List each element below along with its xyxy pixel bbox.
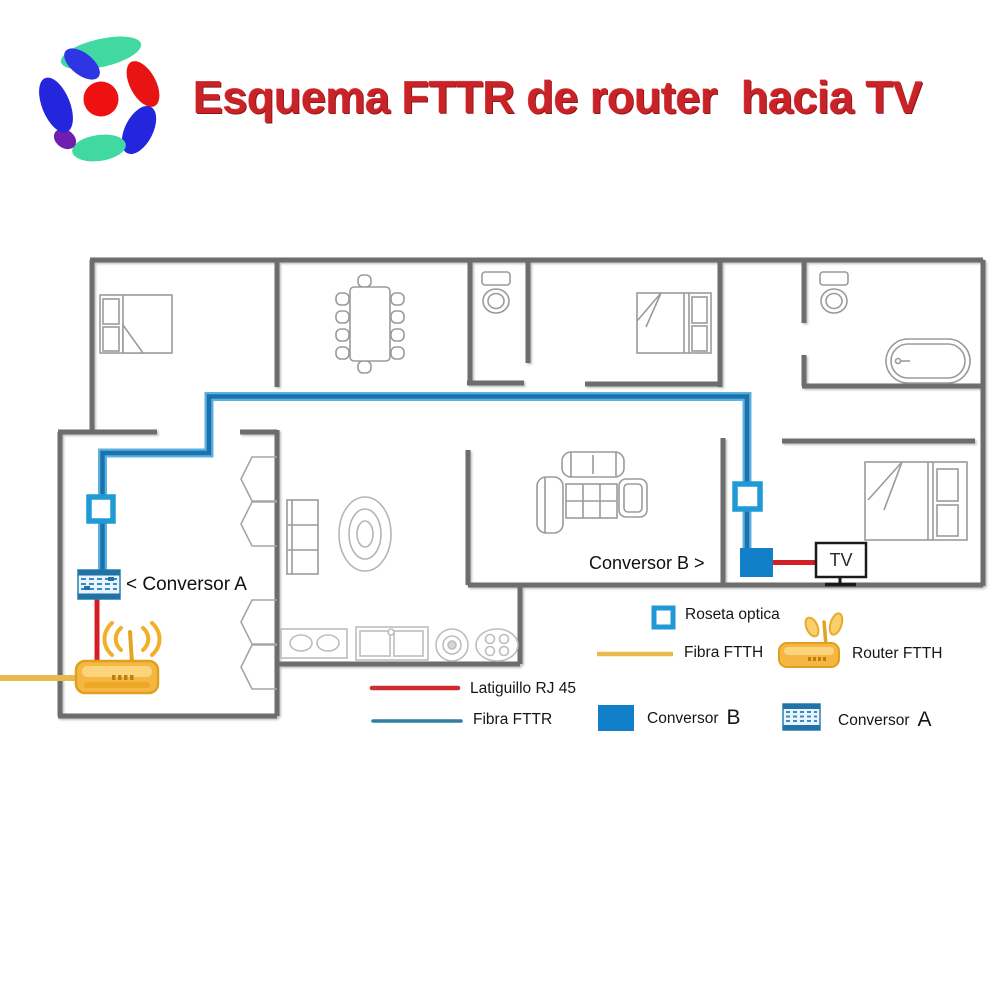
router-ftth-icon bbox=[74, 621, 162, 695]
legend-router-ftth-label: Router FTTH bbox=[852, 645, 943, 662]
legend-conversor-b-icon bbox=[598, 705, 634, 731]
conversor-a-label: < Conversor A bbox=[126, 574, 247, 595]
legend-router-icon bbox=[778, 612, 844, 668]
conversor-b-label: Conversor B > bbox=[589, 553, 705, 573]
rug bbox=[338, 496, 392, 572]
brand-logo-icon bbox=[35, 33, 165, 165]
dining-table-set bbox=[335, 274, 405, 374]
roseta-a-icon bbox=[86, 494, 116, 524]
floorplan-walls bbox=[57, 257, 986, 719]
tv-icon bbox=[814, 541, 868, 587]
fibra-fttr-line bbox=[98, 392, 752, 572]
bathroom-toilet bbox=[819, 271, 849, 314]
sofa-set bbox=[536, 451, 648, 534]
wc-toilet bbox=[481, 271, 511, 314]
wardrobe bbox=[240, 456, 277, 690]
bathtub bbox=[885, 338, 971, 384]
legend-conversor-a-icon bbox=[782, 703, 821, 731]
kitchen-appliances bbox=[280, 626, 519, 662]
tv-label: TV bbox=[829, 550, 853, 570]
conversor-a-icon bbox=[77, 569, 121, 600]
page-title: Esquema FTTR de router hacia TV bbox=[193, 72, 923, 123]
roseta-b-icon bbox=[732, 481, 763, 512]
legend-roseta-icon bbox=[651, 605, 676, 630]
legend-fibra-ftth-label: Fibra FTTH bbox=[684, 644, 764, 661]
bedroom1-bed bbox=[99, 294, 173, 354]
conversor-b-icon bbox=[740, 548, 773, 577]
legend-fibra-fttr-label: Fibra FTTR bbox=[473, 711, 553, 728]
legend-roseta-label: Roseta optica bbox=[685, 606, 780, 623]
bedroom2-bed bbox=[636, 292, 712, 354]
bookshelf bbox=[286, 499, 319, 575]
bedroom3-bed bbox=[864, 461, 968, 541]
legend-latiguillo-label: Latiguillo RJ 45 bbox=[470, 680, 576, 697]
